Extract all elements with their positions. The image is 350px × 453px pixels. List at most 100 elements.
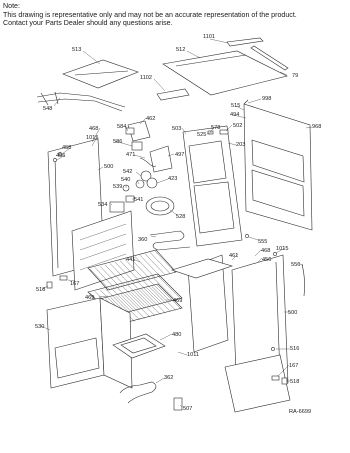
label-1101: 1101 <box>203 34 215 40</box>
drawing-reference-number: RA-6699 <box>289 409 312 415</box>
label-586: 586 <box>113 139 122 145</box>
bracket-1102 <box>156 88 190 101</box>
label-502: 502 <box>233 123 242 129</box>
label-528: 528 <box>176 214 185 220</box>
label-423: 423 <box>168 176 177 182</box>
frame-lower-opening <box>193 181 235 234</box>
label-469b: 469 <box>173 298 182 304</box>
top-trim-strip <box>226 37 264 47</box>
label-1015b: 1015 <box>276 246 288 252</box>
oven-rack-441 <box>87 249 177 291</box>
cavity-top <box>171 258 234 279</box>
note-line-2: Contact your Parts Dealer should any que… <box>3 19 173 28</box>
label-998: 998 <box>262 96 271 102</box>
back-panel-upper-window <box>251 139 305 183</box>
screw-555 <box>245 234 249 238</box>
back-panel-lower-window <box>251 169 305 217</box>
label-548: 548 <box>43 106 52 112</box>
note-line-1: This drawing is representative only and … <box>3 10 297 19</box>
drawer-body <box>99 297 133 389</box>
part-labels: 1101 512 513 79 1102 548 998 515 494 968… <box>35 34 321 412</box>
label-534: 534 <box>98 202 107 208</box>
label-500a: 500 <box>104 164 113 170</box>
label-503: 503 <box>172 126 181 132</box>
label-468a: 468 <box>89 126 98 132</box>
label-456b: 456 <box>262 257 271 263</box>
label-500b: 500 <box>288 310 297 316</box>
label-513: 513 <box>72 47 81 53</box>
leader-lines <box>40 38 313 408</box>
label-458: 458 <box>62 145 71 151</box>
label-968: 968 <box>312 124 321 130</box>
base-plate <box>224 354 291 413</box>
switch-584 <box>125 127 135 135</box>
label-167a: 167 <box>70 281 79 287</box>
screw-1015 <box>273 252 277 256</box>
screw-516 <box>271 347 275 351</box>
label-362: 362 <box>164 375 173 381</box>
label-530: 530 <box>35 324 44 330</box>
panel-534 <box>109 201 125 213</box>
label-1015a: 1015 <box>86 135 98 141</box>
label-471: 471 <box>126 152 135 158</box>
label-494: 494 <box>230 112 239 118</box>
burner-box-cover <box>62 59 139 89</box>
label-578: 578 <box>211 125 220 131</box>
cavity-rack-supports <box>79 223 127 271</box>
bracket-497 <box>149 145 173 173</box>
label-516: 516 <box>290 346 299 352</box>
label-515: 515 <box>231 103 240 109</box>
label-540: 540 <box>121 177 130 183</box>
power-cord-556 <box>301 263 305 297</box>
control-bracket <box>127 120 151 142</box>
component-586 <box>131 141 143 151</box>
screw-456 <box>53 158 57 162</box>
label-556: 556 <box>291 262 300 268</box>
label-441: 441 <box>126 257 135 263</box>
wire-471 <box>139 157 157 167</box>
label-555: 555 <box>258 239 267 245</box>
disclaimer-note: Note: This drawing is representative onl… <box>3 2 297 28</box>
ring-423 <box>146 177 158 189</box>
label-462: 462 <box>146 116 155 122</box>
label-203: 203 <box>236 142 245 148</box>
label-497: 497 <box>175 152 184 158</box>
top-cover-panel <box>162 50 288 96</box>
label-507: 507 <box>183 406 192 412</box>
label-541: 541 <box>134 197 143 203</box>
label-1011: 1011 <box>187 352 199 358</box>
rear-rail <box>250 45 289 71</box>
clip-525 <box>219 129 229 135</box>
bake-element-360 <box>149 230 191 251</box>
label-480: 480 <box>172 332 181 338</box>
label-456a: 456 <box>56 153 65 159</box>
sensor-507 <box>173 397 183 411</box>
oven-cavity-right-wall <box>187 254 229 353</box>
label-512: 512 <box>176 47 185 53</box>
label-468b: 468 <box>261 248 270 254</box>
label-461: 461 <box>229 253 238 259</box>
label-539: 539 <box>113 184 122 190</box>
convection-element-528 <box>145 196 175 216</box>
label-167b: 167 <box>289 363 298 369</box>
label-525: 525 <box>197 132 206 138</box>
leveling-leg-167-right <box>271 375 280 381</box>
broil-element-362 <box>119 381 157 404</box>
label-469a: 469 <box>85 295 94 301</box>
label-584: 584 <box>117 124 126 130</box>
frame-upper-opening <box>188 140 227 184</box>
note-heading: Note: <box>3 2 20 10</box>
label-360: 360 <box>138 237 147 243</box>
oven-cavity-left-wall <box>71 210 135 291</box>
label-518b: 518 <box>290 379 299 385</box>
leveling-leg-167-left <box>59 275 68 281</box>
label-79: 79 <box>292 73 298 79</box>
label-518a: 518 <box>36 287 45 293</box>
label-542: 542 <box>123 169 132 175</box>
screw-458 <box>58 152 62 156</box>
wire-harness <box>36 91 126 112</box>
label-1102: 1102 <box>140 75 152 81</box>
oven-bottom-pan-480 <box>112 333 166 359</box>
leg-bracket-518-left <box>46 281 53 289</box>
